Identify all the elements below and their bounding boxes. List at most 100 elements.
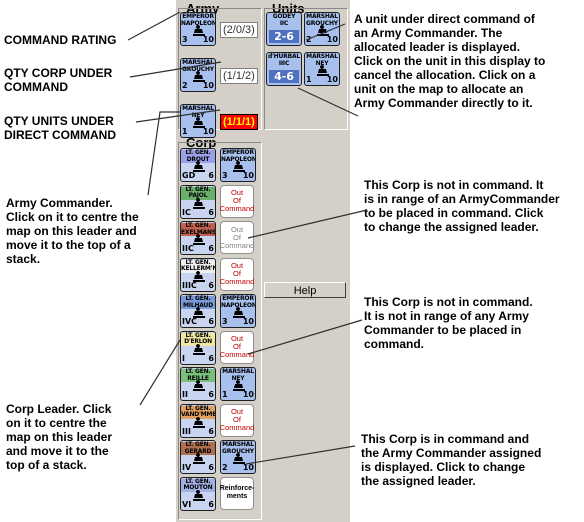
corp-leader-note: Corp Leader. Click on it to centre the m… bbox=[6, 402, 113, 472]
corp-value: 6 bbox=[208, 499, 214, 509]
leader-name: MARSHAL GROUCHY bbox=[306, 13, 338, 27]
unit-strength: 4-6 bbox=[269, 70, 299, 83]
leader-figure-icon bbox=[193, 307, 205, 318]
corp-leader-name: LT. GEN. DROUT bbox=[181, 149, 215, 163]
units-frame bbox=[264, 8, 348, 130]
corp-value: 6 bbox=[208, 244, 214, 253]
leader-counter[interactable]: MARSHAL GROUCHY 2 10 bbox=[220, 440, 256, 474]
leader-figure-icon bbox=[193, 234, 205, 245]
leader-name: MARSHAL GROUCHY bbox=[222, 441, 254, 455]
leader-figure-icon bbox=[193, 453, 205, 464]
corp-leader-name: LT. GEN. MOUTON bbox=[181, 478, 215, 492]
corp-id: GD bbox=[182, 171, 196, 180]
corp-leader-counter[interactable]: LT. GEN. MOUTON VI 6 bbox=[180, 476, 216, 511]
command-rating-right: 10 bbox=[242, 171, 254, 180]
corp-id: IVC bbox=[182, 317, 198, 326]
unit-counter[interactable]: d'HURBAL IIIC 4-6 bbox=[266, 52, 302, 86]
command-rating-right: 10 bbox=[326, 75, 338, 84]
corp-value: 6 bbox=[208, 171, 214, 180]
corp-id: III bbox=[182, 426, 191, 436]
corp-id: I bbox=[182, 353, 185, 363]
out-of-command-slot[interactable]: Out Of Command bbox=[220, 403, 254, 437]
corp-value: 6 bbox=[208, 353, 214, 363]
corp-id: IIC bbox=[182, 244, 194, 253]
out-of-command-slot[interactable]: Out Of Command bbox=[220, 184, 254, 218]
corp-id: VI bbox=[182, 499, 192, 509]
corp-leader-counter[interactable]: LT. GEN. D'ERLON I 6 bbox=[180, 330, 216, 365]
leader-figure-icon bbox=[193, 161, 205, 172]
leader-name: EMPEROR NAPOLEON bbox=[221, 149, 256, 163]
leader-figure-icon bbox=[193, 343, 205, 355]
leader-figure-icon bbox=[233, 161, 245, 172]
command-rating-left: 3 bbox=[182, 35, 188, 44]
leader-name: MARSHAL GROUCHY bbox=[182, 59, 214, 73]
corp-frame bbox=[178, 142, 262, 520]
corp-leader-name: LT. GEN. EXELMANS bbox=[181, 222, 216, 236]
not-in-command-range-note: This Corp is not in command. It is in ra… bbox=[364, 178, 560, 234]
command-rating-left: 1 bbox=[222, 390, 228, 399]
leader-figure-icon bbox=[193, 416, 205, 428]
corp-value: 6 bbox=[208, 463, 214, 472]
leader-figure-icon bbox=[317, 65, 329, 76]
command-rating-right: 10 bbox=[326, 35, 338, 44]
corp-value: 6 bbox=[208, 207, 214, 217]
out-of-command-slot[interactable]: Out Of Command bbox=[220, 257, 254, 291]
leader-figure-icon bbox=[193, 25, 205, 36]
leader-name: EMPEROR NAPOLEON bbox=[221, 295, 256, 309]
leader-figure-icon bbox=[193, 197, 205, 209]
corp-leader-name: LT. GEN. MILHAUD bbox=[181, 295, 215, 309]
not-in-command-out-note: This Corp is not in command. It is not i… bbox=[364, 295, 533, 351]
army-commander-note: Army Commander. Click on it to centre th… bbox=[6, 196, 139, 266]
unit-name: GODEY IIC bbox=[272, 13, 296, 27]
command-rating-right: 10 bbox=[242, 463, 254, 472]
corp-leader-counter[interactable]: LT. GEN. VAND'MME III 6 bbox=[180, 403, 216, 438]
corp-value: 6 bbox=[208, 426, 214, 436]
out-of-command-slot[interactable]: Out Of Command bbox=[220, 221, 254, 254]
corp-leader-counter[interactable]: LT. GEN. DROUT GD 6 bbox=[180, 148, 216, 182]
corp-leader-counter[interactable]: LT. GEN. GERARD IV 6 bbox=[180, 440, 216, 474]
corp-leader-name: LT. GEN. VAND'MME bbox=[181, 404, 216, 419]
reinforcements-button[interactable]: Reinforce- ments bbox=[220, 476, 254, 510]
leader-figure-icon bbox=[317, 25, 329, 36]
command-rating-left: 3 bbox=[222, 317, 228, 326]
leader-figure-icon bbox=[193, 270, 205, 282]
out-of-command-slot[interactable]: Out Of Command bbox=[220, 330, 254, 364]
leader-name: MARSHAL NEY bbox=[222, 368, 254, 382]
corp-id: IC bbox=[182, 207, 191, 217]
leader-figure-icon bbox=[233, 307, 245, 318]
command-rating-label: COMMAND RATING bbox=[4, 33, 117, 47]
corp-id: IV bbox=[182, 463, 192, 472]
command-rating-right: 10 bbox=[202, 35, 214, 44]
command-rating-left: 2 bbox=[182, 81, 188, 90]
qty-readout: (2/0/3) bbox=[220, 22, 258, 38]
corp-id: II bbox=[182, 390, 188, 399]
corp-leader-name: LT. GEN. REILLE bbox=[181, 368, 215, 382]
leader-counter[interactable]: MARSHAL NEY 1 10 bbox=[304, 52, 340, 86]
unit-name: d'HURBAL IIIC bbox=[267, 53, 301, 67]
corp-leader-name: LT. GEN. D'ERLON bbox=[181, 332, 215, 346]
corp-value: 6 bbox=[208, 280, 214, 290]
corp-leader-counter[interactable]: LT. GEN. EXELMANS IIC 6 bbox=[180, 221, 216, 255]
command-rating-left: 1 bbox=[306, 75, 312, 84]
unit-direct-note: A unit under direct command of an Army C… bbox=[354, 12, 546, 110]
leader-figure-icon bbox=[233, 453, 245, 464]
leader-name: MARSHAL NEY bbox=[306, 53, 338, 67]
corp-leader-name: LT. GEN. GERARD bbox=[181, 441, 215, 455]
corp-id: IIIC bbox=[182, 280, 197, 290]
qty-units-label: QTY UNITS UNDER DIRECT COMMAND bbox=[4, 114, 116, 142]
leader-figure-icon bbox=[193, 380, 205, 391]
help-button[interactable]: Help bbox=[264, 282, 346, 298]
qty-readout: (1/1/2) bbox=[220, 68, 258, 84]
command-rating-left: 2 bbox=[222, 463, 228, 472]
